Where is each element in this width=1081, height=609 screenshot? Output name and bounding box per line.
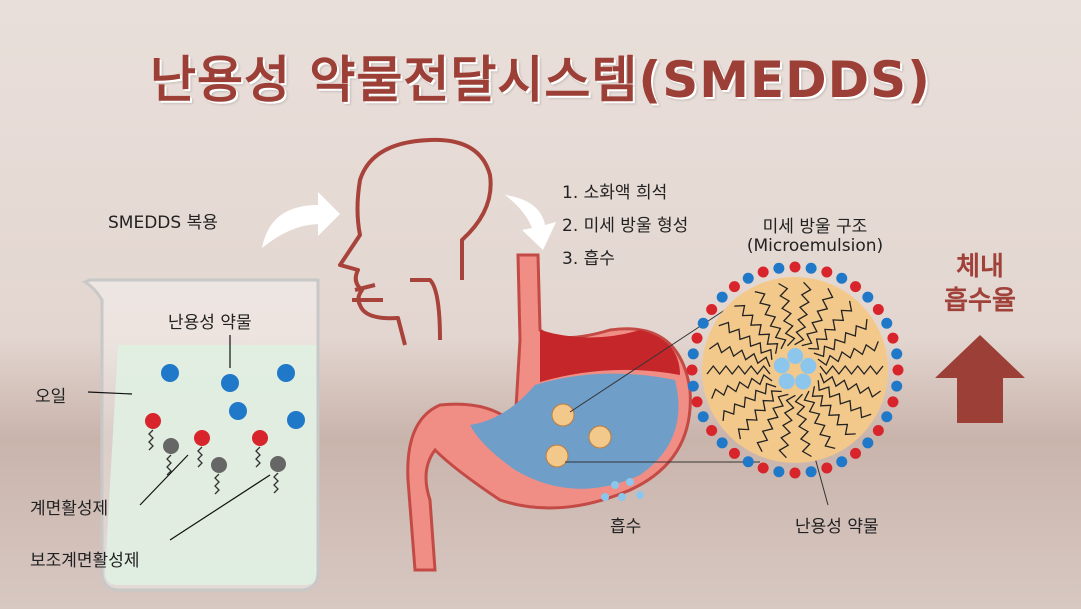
- surfactant-head: [887, 332, 899, 344]
- bioavailability-label: 체내 흡수율: [925, 250, 1035, 318]
- step-3: 3. 흡수: [562, 249, 615, 269]
- surfactant-head: [686, 364, 698, 376]
- surfactant-head: [892, 364, 904, 376]
- surfactant-head: [706, 303, 718, 315]
- surfactant-head: [850, 281, 862, 293]
- surfactant-head: [887, 396, 899, 408]
- intake-label: SMEDDS 복용: [108, 213, 218, 233]
- surfactant-head: [697, 411, 709, 423]
- surfactant-head: [836, 456, 848, 468]
- surfactant-tail: [813, 319, 868, 358]
- surfactant-tail: [718, 321, 773, 360]
- surfactant-head: [850, 447, 862, 459]
- surfactant-head: [881, 317, 893, 329]
- surfactant-tail: [778, 394, 796, 459]
- surfactant-head: [687, 348, 699, 360]
- bioavailability-line2: 흡수율: [944, 286, 1016, 316]
- surfactant-head: [728, 447, 740, 459]
- surfactant-head: [862, 437, 874, 449]
- surfactant-tail: [734, 304, 779, 354]
- stomach: [406, 253, 692, 572]
- surfactant-tail: [819, 364, 884, 376]
- drug-particle: [800, 357, 817, 374]
- drug-particle: [773, 357, 790, 374]
- surfactant-head: [891, 348, 903, 360]
- surfactant-head: [805, 262, 817, 274]
- surfactant-head: [691, 396, 703, 408]
- surfactant-tail: [737, 390, 782, 440]
- head-outline: [338, 137, 493, 346]
- surfactant-head: [836, 272, 848, 284]
- drug-particle: [787, 348, 804, 365]
- surfactant-head: [872, 303, 884, 315]
- surfactant-tail: [706, 364, 771, 376]
- surfactant-tail: [756, 393, 789, 453]
- drug-particle: [778, 373, 795, 390]
- surfactant-head: [706, 425, 718, 437]
- surfactant-head: [789, 467, 801, 479]
- surfactant-tail: [794, 393, 812, 458]
- surfactant-tail: [801, 287, 834, 347]
- curved-arrow-down: [505, 195, 556, 250]
- surfactant-tail: [711, 373, 773, 399]
- absorbed-droplets: [601, 478, 644, 501]
- drug-particles: [161, 364, 305, 429]
- surfactant-head: [891, 380, 903, 392]
- step-2: 2. 미세 방울 형성: [562, 216, 689, 236]
- surfactant-head: [821, 266, 833, 278]
- surfactant-head: [728, 281, 740, 293]
- surfactant-head: [821, 462, 833, 474]
- surfactant-tail: [754, 290, 787, 350]
- surfactant-tail: [709, 342, 771, 368]
- step-1: 1. 소화액 희석: [562, 183, 668, 203]
- surfactant-tail: [808, 300, 853, 350]
- surfactant-head: [697, 317, 709, 329]
- drug-label: 난용성 약물: [168, 313, 252, 333]
- surfactant-head: [687, 380, 699, 392]
- surfactant-tail: [817, 341, 879, 367]
- surfactant-head: [691, 332, 703, 344]
- surfactant-head: [805, 466, 817, 478]
- absorption-label: 흡수: [610, 517, 642, 537]
- cosurfactant-label: 보조계면활성제: [30, 551, 140, 571]
- microdroplet-subtitle: (Microemulsion): [746, 236, 884, 256]
- surfactant-head: [862, 291, 874, 303]
- surfactant-tail: [778, 282, 796, 347]
- oil-core: [702, 277, 888, 463]
- oil-label: 오일: [35, 387, 67, 407]
- surfactant-head: [716, 291, 728, 303]
- surfactant-tail: [794, 281, 812, 346]
- drug-particle: [795, 373, 812, 390]
- page-title: 난용성 약물전달시스템(SMEDDS): [149, 51, 932, 109]
- surfactant-head: [742, 456, 754, 468]
- surfactant-tail: [819, 372, 881, 398]
- surfactant-head: [872, 425, 884, 437]
- surfactant-head: [789, 261, 801, 273]
- surfactant-head: [716, 437, 728, 449]
- surfactant-label: 계면활성제: [30, 499, 109, 519]
- surfactant-tail: [817, 380, 872, 419]
- surfactant-tail: [803, 390, 836, 450]
- microdroplet-title: 미세 방울 구조: [762, 217, 868, 237]
- surfactant-head: [757, 462, 769, 474]
- surfactant-head: [757, 266, 769, 278]
- microemulsion-droplet: [686, 261, 904, 479]
- surfactant-head: [742, 272, 754, 284]
- surfactant-head: [773, 466, 785, 478]
- surfactant-head: [881, 411, 893, 423]
- surfactant-tail: [811, 386, 856, 436]
- curved-arrow-right: [262, 192, 340, 248]
- surfactant-head: [773, 262, 785, 274]
- bioavailability-line1: 체내: [956, 252, 1004, 282]
- micelle-drug-label: 난용성 약물: [795, 517, 879, 537]
- surfactant-molecules: [145, 413, 286, 495]
- up-arrow-icon: [935, 335, 1025, 423]
- surfactant-tail: [722, 382, 777, 421]
